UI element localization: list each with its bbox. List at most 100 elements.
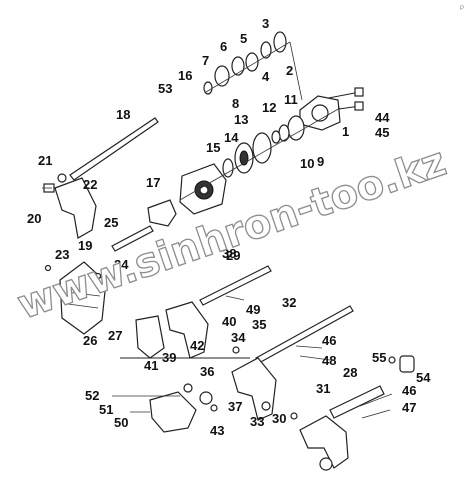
ring-7 — [214, 65, 230, 87]
ring-12 — [271, 130, 281, 144]
callout-13: 13 — [234, 112, 248, 127]
pin-46a — [295, 345, 323, 349]
bolt-head-45 — [354, 101, 364, 111]
callout-27: 27 — [108, 328, 122, 343]
rod-25 — [111, 225, 154, 252]
callout-51: 51 — [99, 402, 113, 417]
callout-42: 42 — [190, 338, 204, 353]
rod-28 — [329, 385, 385, 419]
callout-35: 35 — [252, 317, 266, 332]
callout-1: 1 — [342, 124, 349, 139]
callout-20: 20 — [27, 211, 41, 226]
callout-16: 16 — [178, 68, 192, 83]
callout-48: 48 — [322, 353, 336, 368]
bracket-26-group — [44, 261, 107, 335]
ring-6 — [231, 56, 245, 76]
ring-8 — [203, 81, 213, 95]
washer-52 — [183, 383, 193, 393]
pin-49 — [225, 295, 245, 301]
callout-43: 43 — [210, 423, 224, 438]
shaft-38-group — [120, 265, 272, 359]
callout-32: 32 — [282, 295, 296, 310]
callout-50: 50 — [114, 415, 128, 430]
callout-30: 30 — [272, 411, 286, 426]
callout-5: 5 — [240, 31, 247, 46]
ball-55 — [388, 356, 396, 364]
callout-21: 21 — [38, 153, 52, 168]
fork-31 — [299, 415, 349, 469]
callout-40: 40 — [222, 314, 236, 329]
bracket-43 — [149, 391, 197, 433]
callout-39: 39 — [162, 350, 176, 365]
ring-3 — [260, 41, 272, 59]
upper-gear-stack — [179, 31, 364, 215]
gear-14-hub — [239, 150, 249, 166]
callout-46: 46 — [322, 333, 336, 348]
block-39 — [135, 315, 165, 359]
shaft-18-group — [42, 117, 159, 239]
callout-14: 14 — [224, 130, 239, 145]
callout-55: 55 — [372, 350, 386, 365]
callout-2: 2 — [286, 63, 293, 78]
pin-47 — [361, 409, 391, 419]
lever-17 — [147, 199, 177, 227]
ring-2 — [273, 31, 287, 53]
screw-30 — [290, 412, 298, 420]
pin-46b — [359, 393, 393, 407]
callout-53: 53 — [158, 81, 172, 96]
nut-37 — [210, 404, 218, 412]
callout-8: 8 — [232, 96, 239, 111]
bracket-26 — [59, 261, 107, 335]
screw-24 — [94, 272, 102, 280]
callout-3: 3 — [262, 16, 269, 31]
small-stack-axis — [205, 41, 291, 93]
lever-17-group — [111, 199, 177, 252]
callout-46b: 46 — [402, 383, 416, 398]
callout-31: 31 — [316, 381, 330, 396]
callout-47: 47 — [402, 400, 416, 415]
callout-49: 49 — [246, 302, 260, 317]
bracket-rib — [65, 291, 101, 297]
spacer-15 — [222, 158, 234, 178]
callout-22: 22 — [83, 177, 97, 192]
callout-41: 41 — [144, 358, 158, 373]
callout-labels: 1 2 3 4 5 6 7 8 9 10 11 12 13 14 15 16 1… — [27, 16, 431, 438]
bolt-head-44 — [354, 87, 364, 97]
shaft-18 — [69, 117, 159, 181]
callout-28: 28 — [343, 365, 357, 380]
fork-33-boss — [261, 401, 271, 411]
shaft-32-group — [231, 305, 354, 421]
gear-13 — [252, 132, 272, 164]
assembly-axis — [179, 107, 341, 201]
corner-mark: P — [460, 6, 464, 12]
callout-25: 25 — [104, 215, 118, 230]
callout-17: 17 — [146, 175, 160, 190]
callout-18: 18 — [116, 107, 130, 122]
callout-36: 36 — [200, 364, 214, 379]
fork-31-boss — [319, 457, 333, 471]
callout-6: 6 — [220, 39, 227, 54]
shaft-38 — [199, 265, 272, 306]
callout-12: 12 — [262, 100, 276, 115]
callout-37: 37 — [228, 399, 242, 414]
plug-54 — [399, 355, 415, 373]
callout-7: 7 — [202, 53, 209, 68]
callout-44: 44 — [375, 110, 390, 125]
fork-42 — [165, 301, 209, 359]
small-stack-leader — [289, 41, 303, 101]
fork-19 — [54, 177, 97, 239]
housing-bore — [311, 104, 329, 122]
callout-10: 10 — [300, 156, 314, 171]
callout-19: 19 — [78, 238, 92, 253]
pin-48 — [299, 355, 331, 361]
callout-38: 38 — [222, 246, 236, 261]
callout-11: 11 — [284, 92, 298, 107]
callout-45: 45 — [375, 125, 389, 140]
cap-36 — [199, 391, 213, 405]
rod-28-group — [290, 355, 415, 471]
callout-34: 34 — [231, 330, 246, 345]
bracket-rib-2 — [67, 303, 99, 309]
callout-4: 4 — [262, 69, 270, 84]
